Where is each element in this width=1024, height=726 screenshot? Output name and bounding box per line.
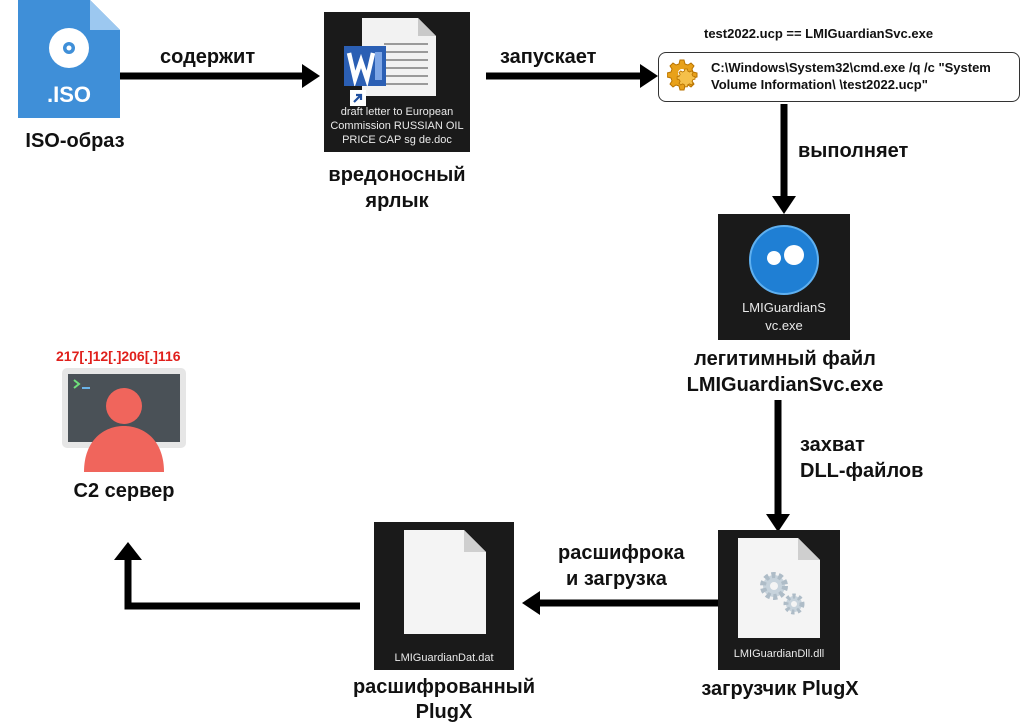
c2-computer-icon — [62, 368, 186, 472]
dat-file-icon — [404, 530, 486, 634]
label-executes: выполняет — [798, 140, 909, 162]
iso-caption: ISO-образ — [25, 130, 125, 152]
decrypted-caption-2: PlugX — [415, 701, 473, 723]
shortcut-filename-2: Commission RUSSIAN OIL — [330, 120, 464, 132]
shortcut-caption-1: вредоносный — [328, 164, 466, 186]
decrypted-filename: LMIGuardianDat.dat — [394, 652, 494, 664]
label-contains: содержит — [160, 46, 256, 68]
shortcut-caption-2: ярлык — [365, 190, 429, 212]
legit-exe-filename-2: vc.exe — [765, 318, 803, 333]
gear-icon — [667, 59, 698, 91]
loader-caption: загрузчик PlugX — [701, 678, 859, 700]
label-hijack-2: DLL-файлов — [800, 460, 924, 482]
iso-icon-label: .ISO — [46, 82, 91, 107]
c2-ip-address: 217[.]12[.]206[.]116 — [56, 348, 181, 364]
label-hijack-1: захват — [800, 434, 865, 456]
cmd-box: C:\Windows\System32\cmd.exe /q /c "Syste… — [658, 52, 1020, 102]
arrow-to-c2 — [124, 560, 360, 610]
cmd-title: test2022.ucp == LMIGuardianSvc.exe — [704, 26, 934, 41]
cmd-line-1: C:\Windows\System32\cmd.exe /q /c "Syste… — [711, 60, 991, 75]
label-decrypt-1: расшифрока — [558, 542, 685, 564]
c2-caption: C2 сервер — [73, 480, 175, 502]
dll-file-icon — [738, 538, 820, 638]
label-launches: запускает — [500, 46, 597, 68]
shortcut-filename-1: draft letter to European — [340, 106, 454, 118]
decrypted-caption-1: расшифрованный — [352, 676, 536, 698]
label-decrypt-2: и загрузка — [566, 568, 667, 590]
legit-exe-caption-1: легитимный файл — [694, 348, 876, 370]
legit-exe-caption-2: LMIGuardianSvc.exe — [686, 374, 884, 396]
legit-exe-filename-1: LMIGuardianS — [742, 300, 826, 315]
cmd-line-2: Volume Information\ \test2022.ucp" — [711, 77, 928, 92]
loader-filename: LMIGuardianDll.dll — [733, 648, 825, 660]
word-logo-icon — [344, 46, 386, 86]
cmd-command-text: C:\Windows\System32\cmd.exe /q /c "Syste… — [711, 59, 1017, 93]
shortcut-arrow-icon — [350, 90, 366, 106]
lmi-logo-icon — [749, 225, 819, 295]
shortcut-filename-3: PRICE CAP sg de.doc — [342, 134, 452, 146]
iso-file-icon — [18, 0, 120, 118]
